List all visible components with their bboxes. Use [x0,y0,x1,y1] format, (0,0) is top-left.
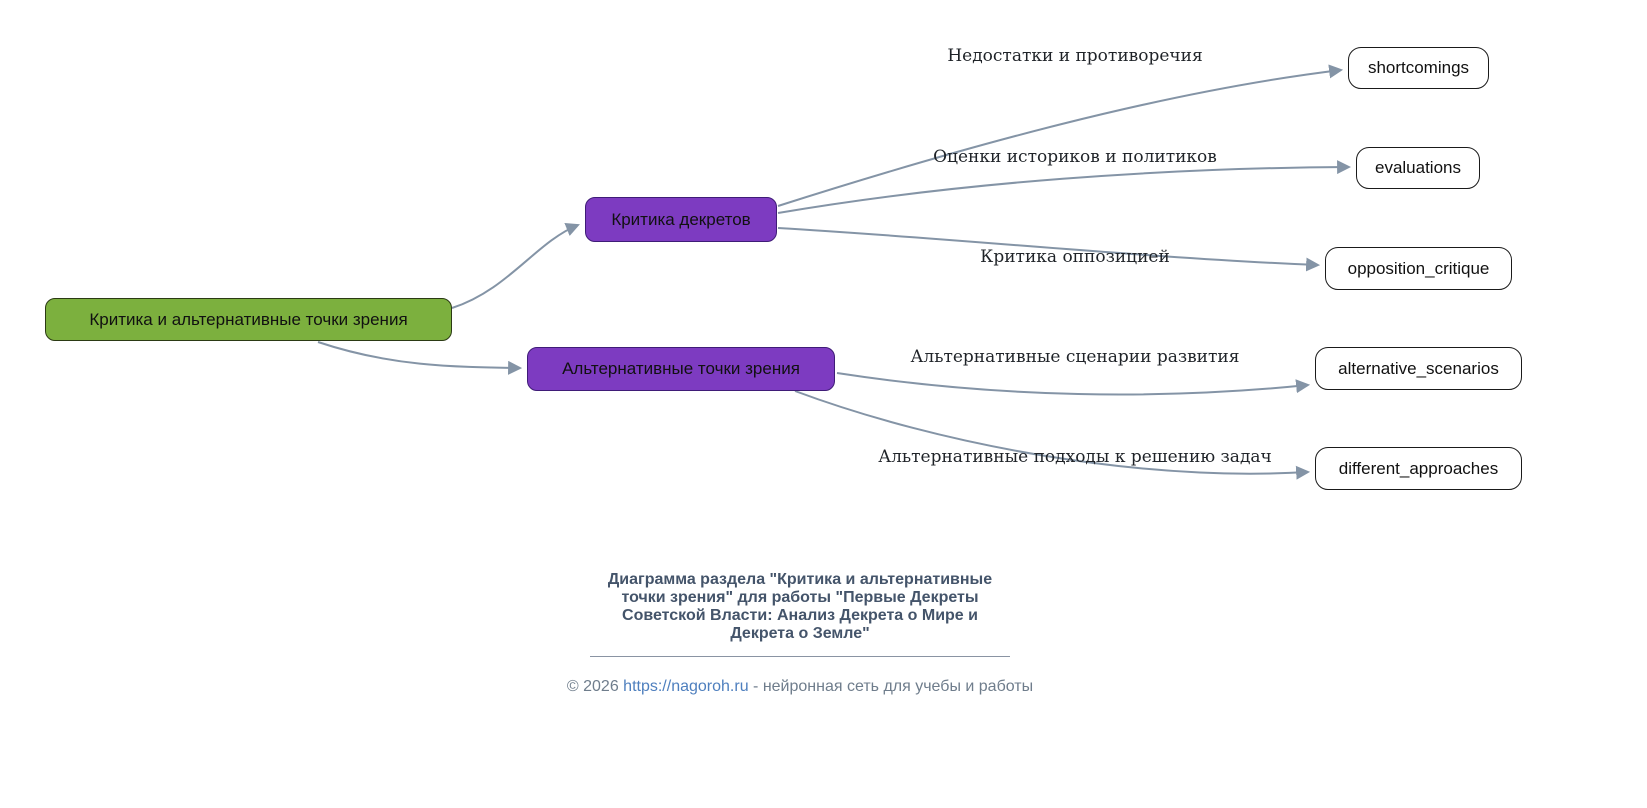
edge-root-to-alternatives [317,341,523,375]
node-shortcomings: shortcomings [1348,47,1489,89]
node-critique: Критика декретов [585,197,777,242]
edge-label-shortcomings: Недостатки и противоречия [947,46,1203,66]
node-alternatives: Альтернативные точки зрения [527,347,835,391]
edge-root-to-critique [451,222,580,309]
edge-critique-to-evaluations [777,160,1352,214]
edge-label-approaches: Альтернативные подходы к решению задач [878,447,1272,467]
node-different-approaches: different_approaches [1315,447,1522,490]
footer-suffix: - нейронная сеть для учебы и работы [748,678,1034,695]
node-root: Критика и альтернативные точки зрения [45,298,452,341]
footer-link[interactable]: https://nagoroh.ru [623,678,749,695]
node-alternative-scenarios: alternative_scenarios [1315,347,1522,390]
node-evaluations: evaluations [1356,147,1480,189]
footer-prefix: © 2026 [566,678,624,695]
node-opposition-critique: opposition_critique [1325,247,1512,290]
edge-critique-to-shortcomings [777,64,1344,207]
edge-label-evaluations: Оценки историков и политиков [933,147,1217,167]
edge-label-scenarios: Альтернативные сценарии развития [910,347,1240,367]
diagram-caption: Диаграмма раздела "Критика и альтернатив… [607,571,993,642]
edge-alternatives-to-scenarios [836,372,1311,396]
caption-divider [590,656,1010,657]
footer-credit: © 2026 https://nagoroh.ru - нейронная се… [400,678,1200,696]
edge-label-opposition: Критика оппозицией [980,247,1170,267]
